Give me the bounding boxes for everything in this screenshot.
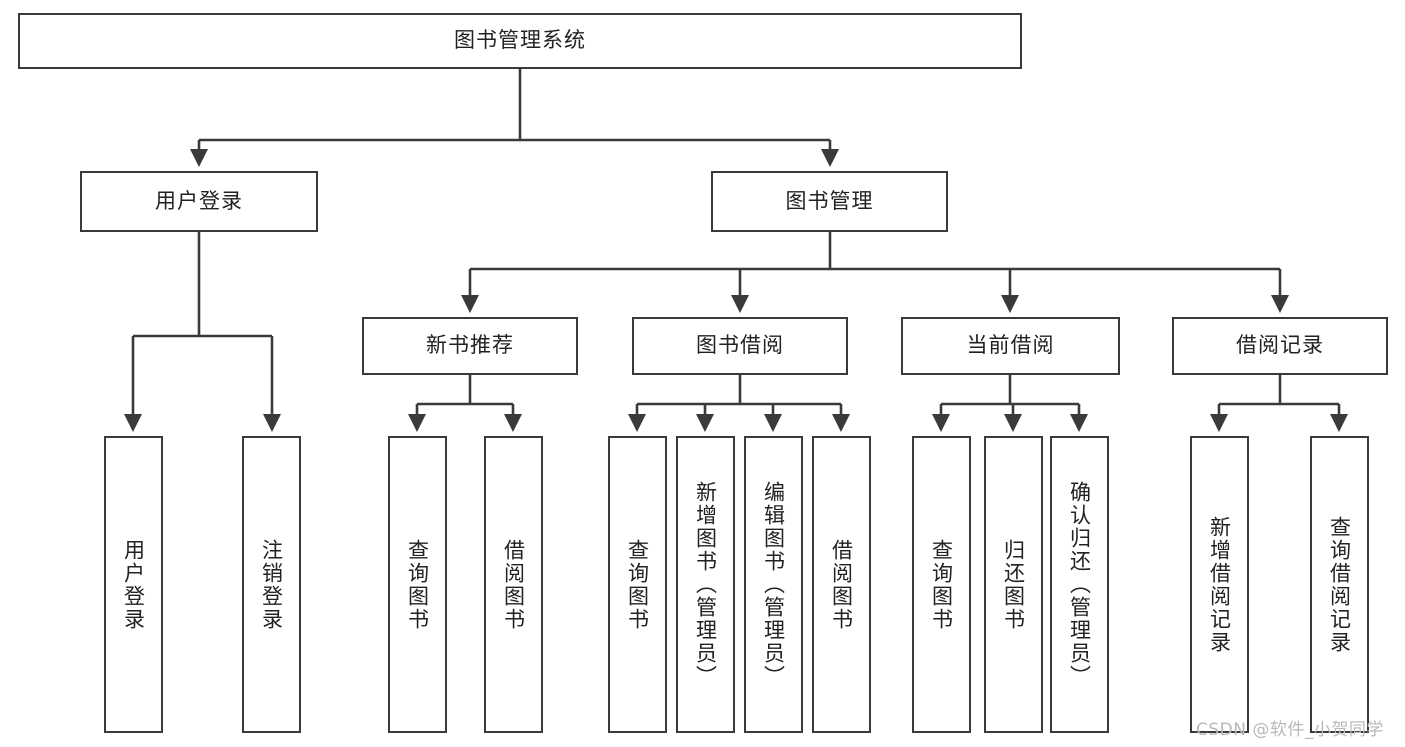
leaf-label: 查询图书 (405, 538, 430, 631)
leaf-label: 借阅图书 (501, 538, 526, 631)
leaf-label: 归还图书 (1001, 538, 1026, 631)
leaf-label: 用户登录 (121, 538, 146, 631)
leaf-borrow-book-borrow[interactable]: 借阅图书 (812, 436, 871, 733)
leaf-query-book-current[interactable]: 查询图书 (912, 436, 971, 733)
leaf-label: 确认归还（管理员） (1067, 481, 1092, 688)
leaf-query-book-newbook[interactable]: 查询图书 (388, 436, 447, 733)
leaf-label: 新增图书（管理员） (693, 481, 718, 688)
leaf-borrow-book-newbook[interactable]: 借阅图书 (484, 436, 543, 733)
node-user-login[interactable]: 用户登录 (80, 171, 318, 232)
node-book-manage[interactable]: 图书管理 (711, 171, 948, 232)
leaf-confirm-return-admin[interactable]: 确认归还（管理员） (1050, 436, 1109, 733)
leaf-query-book-borrow[interactable]: 查询图书 (608, 436, 667, 733)
leaf-query-borrow-record[interactable]: 查询借阅记录 (1310, 436, 1369, 733)
leaf-label: 借阅图书 (829, 538, 854, 631)
node-new-book-recommend[interactable]: 新书推荐 (362, 317, 578, 375)
node-current-borrow[interactable]: 当前借阅 (901, 317, 1120, 375)
node-book-borrow[interactable]: 图书借阅 (632, 317, 848, 375)
csdn-watermark: CSDN @软件_小贺同学 (1196, 720, 1384, 740)
leaf-label: 编辑图书（管理员） (761, 481, 786, 688)
leaf-label: 查询借阅记录 (1327, 515, 1352, 654)
leaf-user-login[interactable]: 用户登录 (104, 436, 163, 733)
leaf-label: 查询图书 (929, 538, 954, 631)
leaf-return-book[interactable]: 归还图书 (984, 436, 1043, 733)
leaf-label: 注销登录 (259, 538, 284, 631)
leaf-add-borrow-record[interactable]: 新增借阅记录 (1190, 436, 1249, 733)
leaf-edit-book-admin[interactable]: 编辑图书（管理员） (744, 436, 803, 733)
leaf-label: 新增借阅记录 (1207, 515, 1232, 654)
leaf-label: 查询图书 (625, 538, 650, 631)
node-root[interactable]: 图书管理系统 (18, 13, 1022, 69)
node-borrow-record[interactable]: 借阅记录 (1172, 317, 1388, 375)
leaf-user-logout[interactable]: 注销登录 (242, 436, 301, 733)
leaf-add-book-admin[interactable]: 新增图书（管理员） (676, 436, 735, 733)
